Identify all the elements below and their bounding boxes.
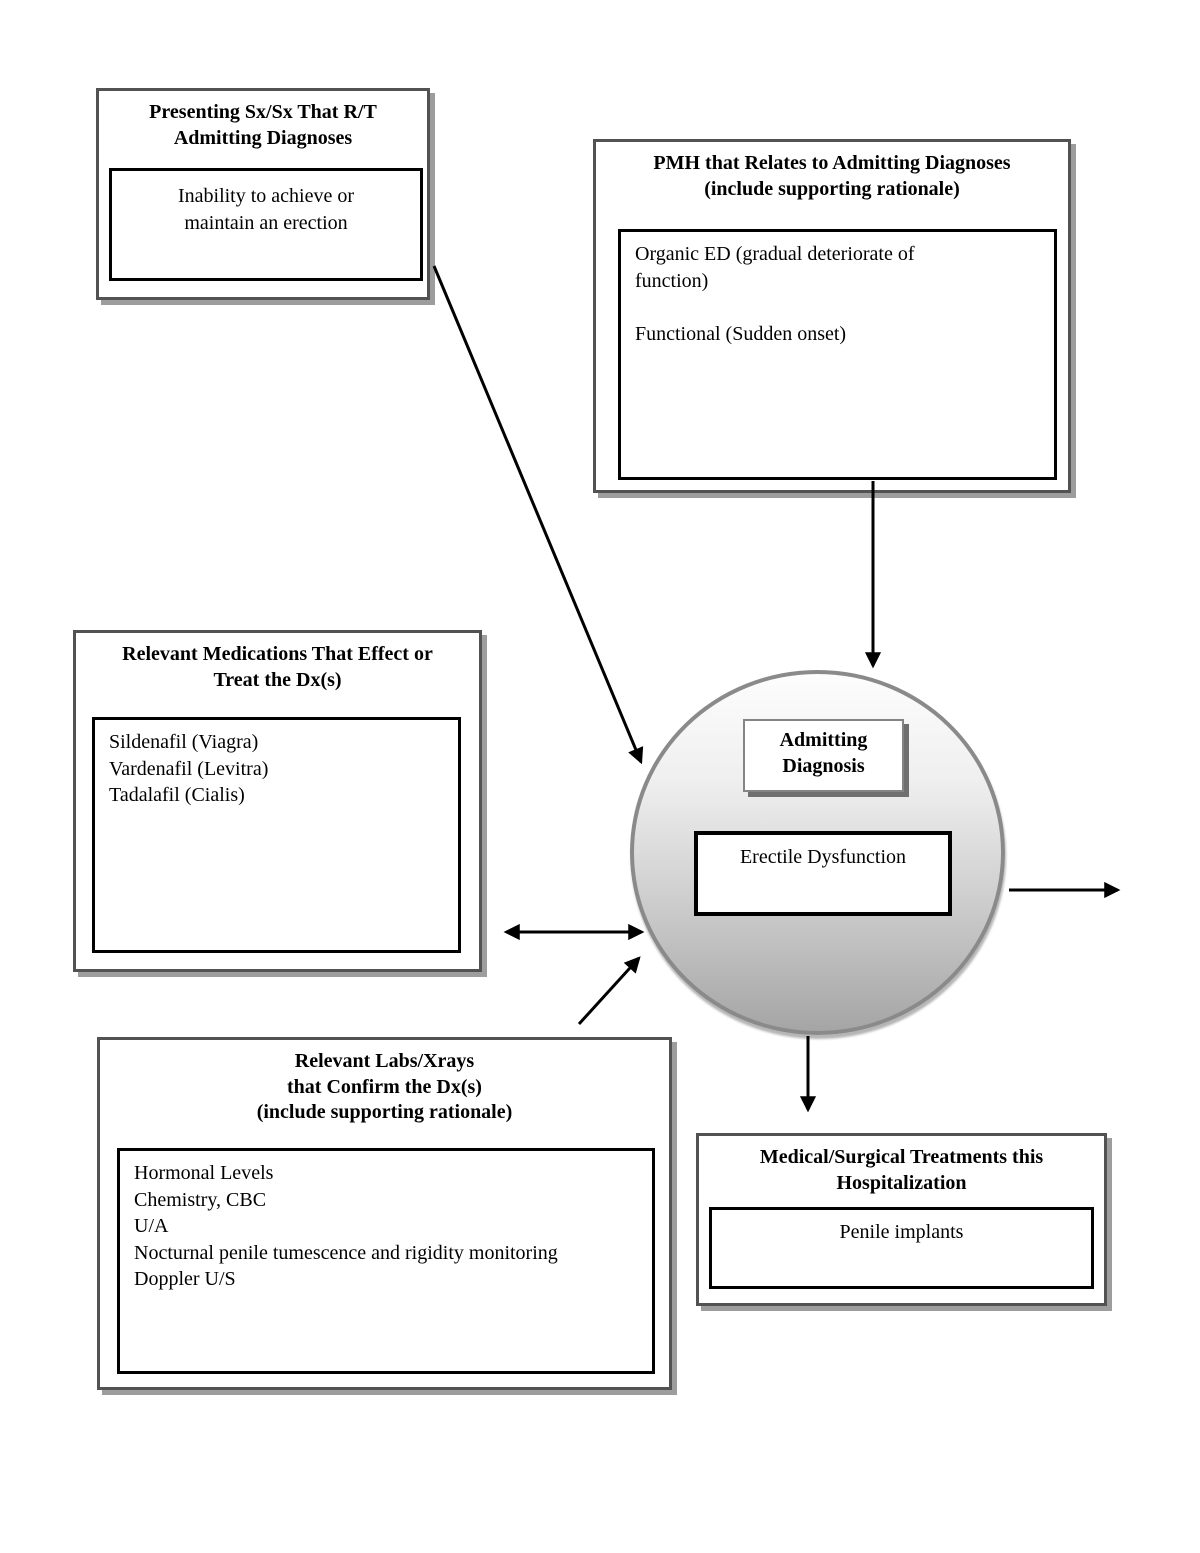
medications-title: Relevant Medications That Effect or Trea… [122, 643, 433, 691]
pmh-title: PMH that Relates to Admitting Diagnoses … [653, 152, 1011, 200]
erectile-dysfunction-box: Erectile Dysfunction [694, 831, 952, 916]
treatments-title: Medical/Surgical Treatments this Hospita… [759, 1146, 1044, 1194]
treatments-content: Penile implants [709, 1207, 1094, 1289]
labs-content: Hormonal Levels Chemistry, CBC U/A Noctu… [117, 1148, 655, 1374]
presenting-symptoms-title: Presenting Sx/Sx That R/T Admitting Diag… [149, 101, 377, 149]
pmh-content: Organic ED (gradual deteriorate of funct… [618, 229, 1057, 480]
arrow-labs-to-diagnosis [577, 956, 641, 1026]
presenting-symptoms-content: Inability to achieve or maintain an erec… [109, 168, 423, 281]
labs-title: Relevant Labs/Xrays that Confirm the Dx(… [256, 1050, 513, 1124]
admitting-diagnosis-label: Admitting Diagnosis [743, 719, 904, 792]
medications-content: Sildenafil (Viagra) Vardenafil (Levitra)… [92, 717, 461, 953]
